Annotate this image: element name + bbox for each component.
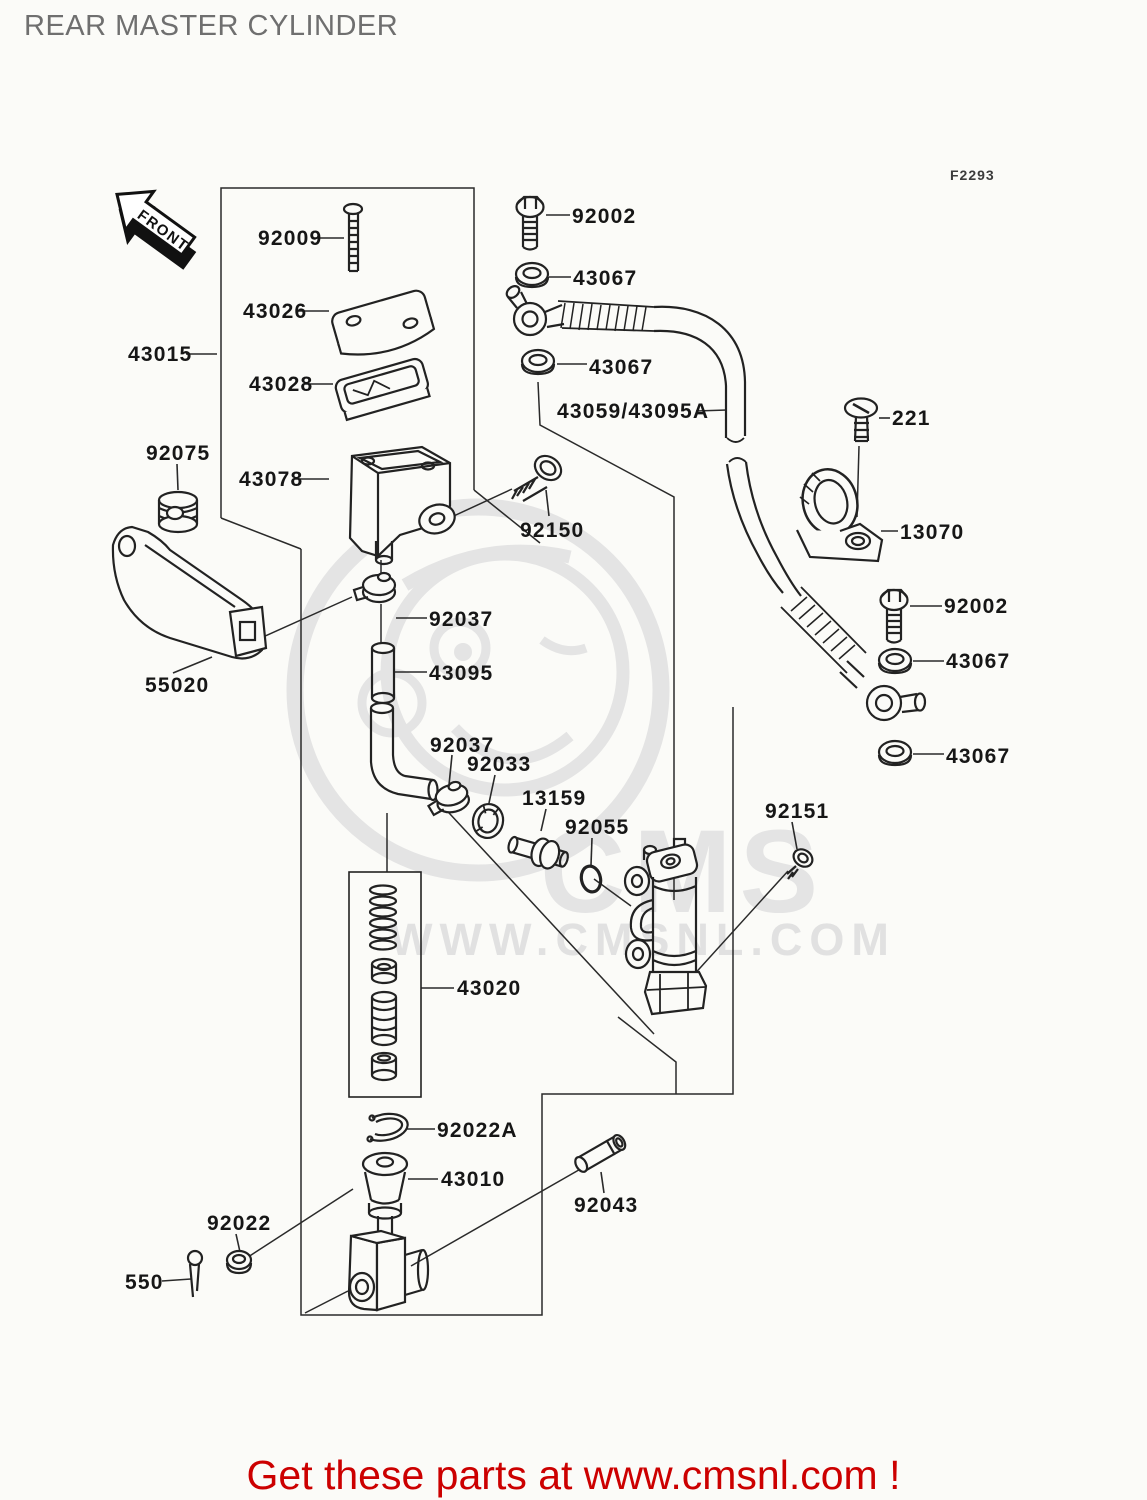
part-43067-washer-3 <box>877 647 913 675</box>
part-label-92002-top[interactable]: 92002 <box>572 205 636 228</box>
part-43028-diaphragm <box>334 357 431 422</box>
part-label-43067-4[interactable]: 43067 <box>946 745 1010 768</box>
part-label-43010[interactable]: 43010 <box>441 1168 505 1191</box>
part-43020-piston-kit <box>348 871 422 1098</box>
kit-piston <box>370 990 398 1047</box>
part-label-43095[interactable]: 43095 <box>429 662 493 685</box>
kit-cup <box>370 957 398 985</box>
part-label-92037-lower[interactable]: 92037 <box>430 734 494 757</box>
part-master-cylinder-body <box>623 837 708 1016</box>
leader-lines <box>161 214 944 1282</box>
part-92150-bolt <box>511 454 563 502</box>
page-title: REAR MASTER CYLINDER <box>24 10 399 42</box>
part-43095-elbow <box>369 701 439 802</box>
kit-seal-ring <box>370 1051 398 1082</box>
part-92009-screw <box>342 202 364 273</box>
part-550-cotter-pin <box>186 1249 204 1298</box>
part-label-92022[interactable]: 92022 <box>207 1212 271 1235</box>
part-label-43067-3[interactable]: 43067 <box>946 650 1010 673</box>
part-label-92033[interactable]: 92033 <box>467 753 531 776</box>
part-13070-clamp <box>796 468 884 563</box>
part-221-screw <box>843 397 879 443</box>
part-92022a-circlip <box>366 1112 409 1143</box>
part-43067-washer-2 <box>520 348 556 376</box>
part-label-13159[interactable]: 13159 <box>522 787 586 810</box>
part-label-92075[interactable]: 92075 <box>146 442 210 465</box>
front-arrow: FRONT <box>115 189 197 270</box>
part-label-55020[interactable]: 55020 <box>145 674 209 697</box>
part-43067-washer-1 <box>514 261 550 289</box>
part-92043-pin <box>574 1133 627 1173</box>
part-92033-ring <box>471 802 505 840</box>
part-label-43067-2[interactable]: 43067 <box>589 356 653 379</box>
part-label-221[interactable]: 221 <box>892 407 931 430</box>
part-92055-oring <box>579 864 603 894</box>
part-43059-brake-hose <box>505 284 927 722</box>
part-label-550[interactable]: 550 <box>125 1271 164 1294</box>
part-label-92150[interactable]: 92150 <box>520 519 584 542</box>
part-43067-washer-4 <box>877 739 913 767</box>
figure-code: F2293 <box>950 167 995 183</box>
part-92151-bolt <box>786 848 814 880</box>
part-92002-banjo-bolt-right <box>879 588 909 644</box>
part-label-92151[interactable]: 92151 <box>765 800 829 823</box>
part-label-13070[interactable]: 13070 <box>900 521 964 544</box>
part-92022-washer <box>225 1249 253 1275</box>
part-label-92055[interactable]: 92055 <box>565 816 629 839</box>
part-label-92009[interactable]: 92009 <box>258 227 322 250</box>
part-label-92043[interactable]: 92043 <box>574 1194 638 1217</box>
part-55020-guard <box>111 525 268 660</box>
footer-promo-link[interactable]: Get these parts at www.cmsnl.com ! <box>246 1452 901 1498</box>
projection-lines <box>220 187 860 1316</box>
part-92002-banjo-bolt-top <box>515 195 545 251</box>
part-43095-tube <box>370 641 396 705</box>
kit-spring <box>368 884 398 951</box>
part-label-92022a[interactable]: 92022A <box>437 1119 518 1142</box>
part-43010-rod <box>347 1151 430 1312</box>
part-13159-connector <box>507 835 569 870</box>
part-label-43078[interactable]: 43078 <box>239 468 303 491</box>
part-label-43067-1[interactable]: 43067 <box>573 267 637 290</box>
part-label-43015[interactable]: 43015 <box>128 343 192 366</box>
part-label-43026[interactable]: 43026 <box>243 300 307 323</box>
part-92075-grommet <box>157 490 199 534</box>
part-92037-clamp-upper <box>352 571 397 604</box>
part-43026-cap <box>331 289 436 356</box>
part-43078-reservoir <box>348 445 456 566</box>
part-label-92002-right[interactable]: 92002 <box>944 595 1008 618</box>
part-labels: 92009 43026 43015 43028 92075 43078 9215… <box>125 205 1010 1294</box>
part-label-43059-43095a[interactable]: 43059/43095A <box>557 400 709 423</box>
part-label-43020[interactable]: 43020 <box>457 977 521 1000</box>
part-label-43028[interactable]: 43028 <box>249 373 313 396</box>
part-label-92037-upper[interactable]: 92037 <box>429 608 493 631</box>
